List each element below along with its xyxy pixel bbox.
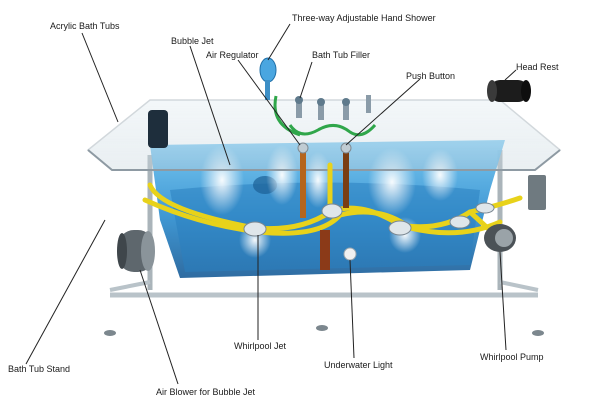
label-acrylic-bath-tubs: Acrylic Bath Tubs — [50, 21, 120, 31]
control-columns — [297, 142, 352, 270]
label-air-blower: Air Blower for Bubble Jet — [156, 387, 256, 397]
rim-fixtures — [295, 95, 371, 120]
label-underwater-light: Underwater Light — [324, 360, 393, 370]
whirlpool-jets — [243, 202, 495, 237]
label-whirlpool-jet: Whirlpool Jet — [234, 341, 287, 351]
label-head-rest: Head Rest — [516, 62, 559, 72]
underwater-light — [343, 247, 357, 261]
label-three-way-hand-shower: Three-way Adjustable Hand Shower — [292, 13, 436, 23]
shower-hoses — [273, 95, 377, 137]
label-bubble-jet: Bubble Jet — [171, 36, 214, 46]
label-push-button: Push Button — [406, 71, 455, 81]
label-bath-tub-stand: Bath Tub Stand — [8, 364, 70, 374]
acrylic-rim — [86, 99, 562, 171]
label-whirlpool-pump: Whirlpool Pump — [480, 352, 544, 362]
head-rest — [487, 80, 531, 102]
leader-lines — [25, 23, 517, 385]
air-blower — [117, 230, 155, 272]
whirlpool-pump — [484, 175, 546, 252]
label-air-regulator: Air Regulator — [206, 50, 259, 60]
hand-shower — [259, 57, 277, 100]
label-bath-tub-filler: Bath Tub Filler — [312, 50, 370, 60]
labels: Acrylic Bath Tubs Three-way Adjustable H… — [8, 13, 559, 397]
